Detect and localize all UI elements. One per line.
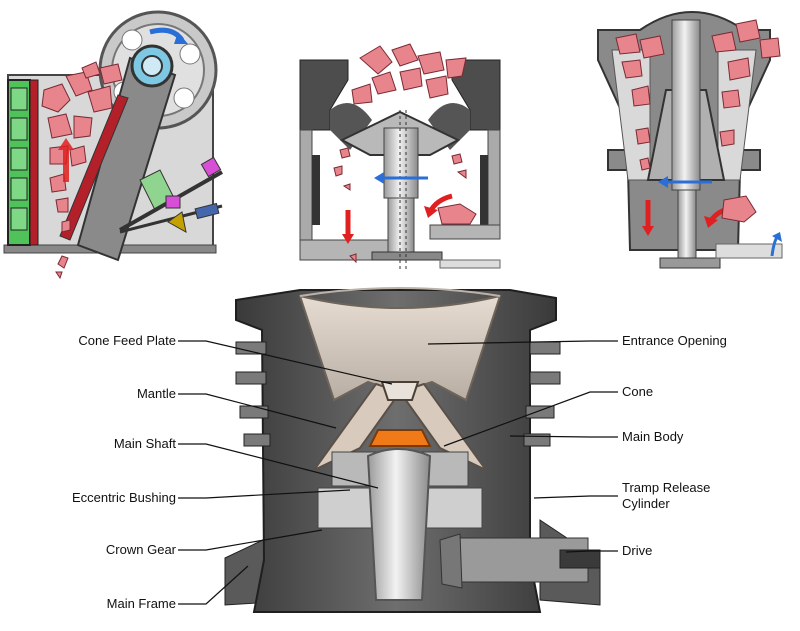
label-main-shaft: Main Shaft [114,436,177,451]
label-tramp-release-line2: Cylinder [622,496,670,511]
label-main-body: Main Body [622,429,684,444]
label-cone-feed-plate: Cone Feed Plate [78,333,176,348]
labels: Cone Feed Plate Mantle Main Shaft Eccent… [72,333,727,611]
label-drive: Drive [622,543,652,558]
label-mantle: Mantle [137,386,176,401]
callouts [178,340,618,605]
cone-crusher-cutaway [224,287,601,613]
label-eccentric-bushing: Eccentric Bushing [72,490,176,505]
label-entrance-opening: Entrance Opening [622,333,727,348]
jaw-crusher-icon [3,10,223,280]
label-main-frame: Main Frame [107,596,176,611]
cone-crusher-icon [299,43,501,270]
label-cone: Cone [622,384,653,399]
label-crown-gear: Crown Gear [106,542,177,557]
label-tramp-release-line1: Tramp Release [622,480,710,495]
gyratory-crusher-icon [597,11,783,269]
